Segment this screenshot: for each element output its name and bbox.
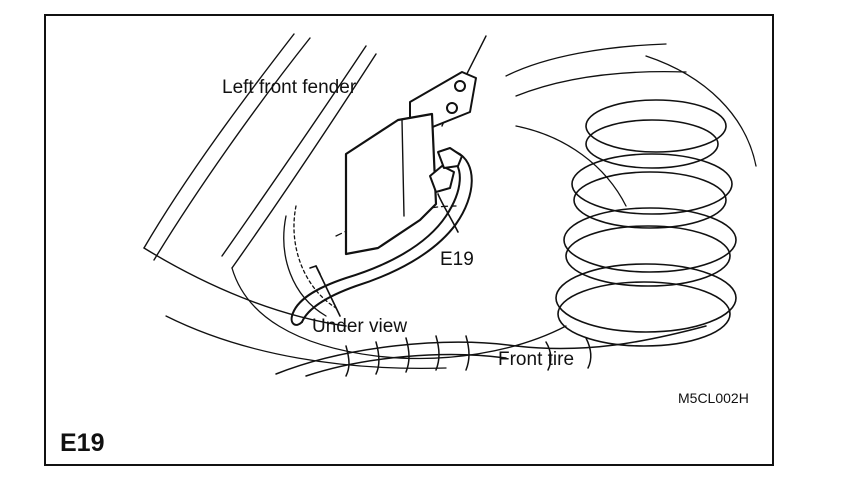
relay-module <box>344 112 438 256</box>
e19-leader <box>437 193 459 233</box>
connector-label: E19 <box>440 249 474 270</box>
diagram-title: E19 <box>60 429 105 457</box>
figure-code: M5CL002H <box>678 390 749 406</box>
coil-spring <box>555 99 737 347</box>
diagram-frame: Left front fender E19 Under view Front t… <box>44 14 774 466</box>
fender-label: Left front fender <box>222 77 357 98</box>
wiring-harness <box>290 147 473 326</box>
leader-lines <box>309 193 459 317</box>
under-view-label: Under view <box>312 316 408 337</box>
engine-bay-illustration <box>143 33 757 377</box>
front-tire <box>275 325 707 377</box>
strut-outline <box>505 43 757 207</box>
front-tire-label: Front tire <box>498 349 575 370</box>
under-view-arrowhead <box>309 265 321 275</box>
